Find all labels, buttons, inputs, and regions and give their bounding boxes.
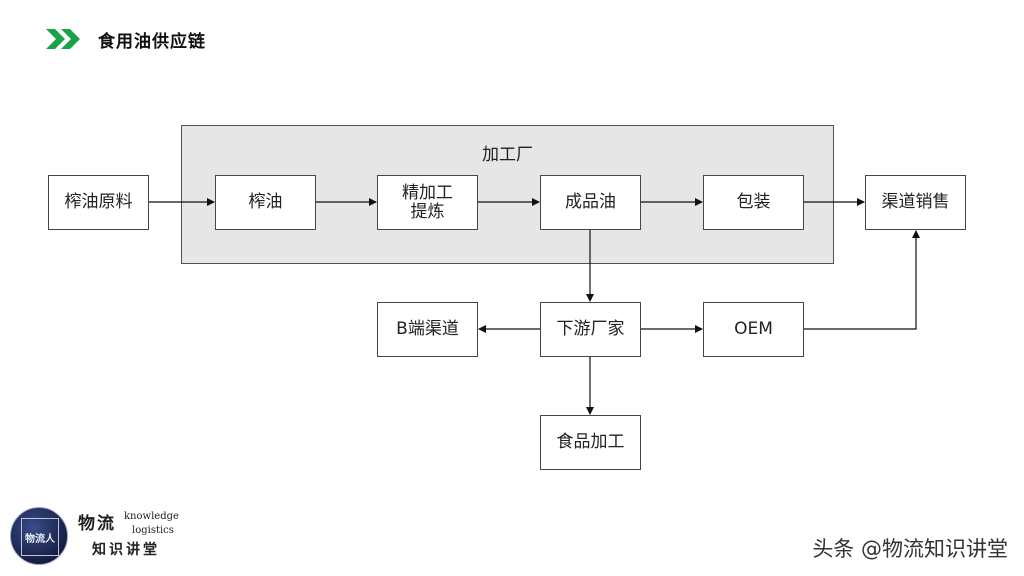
company-logo: 物流人 物流 knowledge logistics 知识讲堂 [8,505,188,569]
logo-badge-icon: 物流人 [10,507,68,565]
node-finished-oil: 成品油 [540,175,641,230]
logo-cn-bottom: 知识讲堂 [92,542,160,558]
node-raw-material: 榨油原料 [48,175,149,230]
node-pressing: 榨油 [215,175,316,230]
logo-cn-top: 物流 [78,514,116,534]
node-refining: 精加工 提炼 [377,175,478,230]
logo-brand: 物流人 [25,533,55,545]
logo-en-line2: logistics [132,525,174,536]
double-chevron-icon [46,29,80,49]
node-packaging: 包装 [703,175,804,230]
factory-label: 加工厂 [482,145,533,165]
slide-title: 食用油供应链 [98,31,206,52]
node-downstream: 下游厂家 [540,302,641,357]
slide-header: 食用油供应链 [46,27,206,52]
node-channel-sales: 渠道销售 [865,175,966,230]
node-oem: OEM [703,302,804,357]
watermark: 头条 @物流知识讲堂 [812,537,1008,561]
node-b-channel: B端渠道 [377,302,478,357]
logo-en-line1: knowledge [124,511,179,522]
node-food-processing: 食品加工 [540,415,641,470]
